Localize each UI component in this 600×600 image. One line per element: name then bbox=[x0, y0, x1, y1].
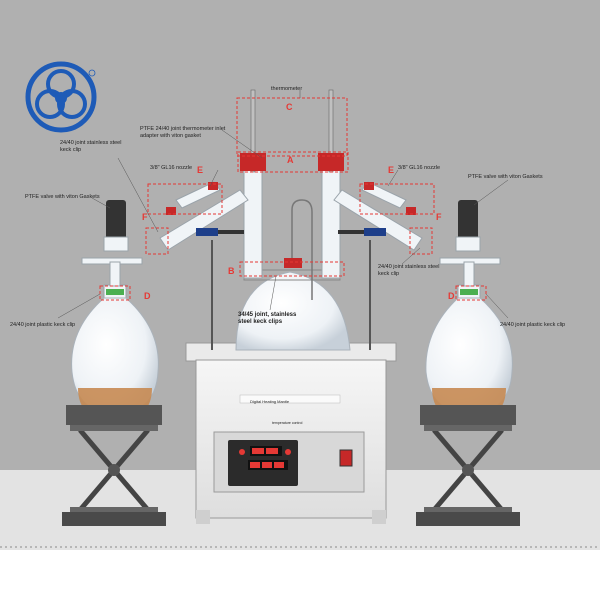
annotation-letter-b: B bbox=[228, 266, 235, 276]
leader-lines bbox=[57, 90, 509, 319]
left-side-arm bbox=[159, 181, 249, 251]
annotation-box-a bbox=[237, 151, 349, 173]
right-side-arm bbox=[333, 181, 423, 251]
annotation-letter-f-right: F bbox=[436, 212, 442, 222]
label-mantle-sub: temperature control bbox=[272, 421, 303, 425]
right-column bbox=[318, 89, 344, 279]
annotation-letter-a: A bbox=[287, 155, 294, 165]
label-joint-keck-right: 24/40 joint stainless steel keck clip bbox=[378, 264, 440, 277]
main-flask bbox=[235, 271, 351, 351]
label-thermometer-adapter: PTFE 24/40 joint thermometer inlet adapt… bbox=[140, 126, 226, 139]
annotation-box-f-right bbox=[409, 227, 433, 255]
annotation-box-f-left bbox=[145, 227, 169, 255]
power-switch-icon[interactable] bbox=[339, 449, 353, 467]
label-plastic-clip-right: 24/40 joint plastic keck clip bbox=[500, 322, 566, 328]
thermometer-probe bbox=[291, 199, 313, 300]
annotation-box-e-right bbox=[359, 183, 435, 215]
annotation-boxes bbox=[99, 97, 487, 301]
label-thermometer: thermometer bbox=[271, 86, 303, 92]
right-lab-jack bbox=[416, 405, 520, 526]
annotation-box-b bbox=[239, 261, 345, 277]
label-plastic-clip-left: 24/40 joint plastic keck clip bbox=[10, 322, 76, 328]
panel-button-icon[interactable] bbox=[239, 449, 245, 455]
annotation-box-d-right bbox=[455, 285, 487, 301]
label-valve-left: PTFE valve with viton Gaskets bbox=[25, 194, 100, 200]
panel-button-icon[interactable] bbox=[285, 449, 291, 455]
annotation-box-c bbox=[236, 97, 348, 157]
left-lab-jack bbox=[62, 405, 166, 526]
annotation-letter-e-right: E bbox=[388, 165, 395, 175]
annotation-box-e-left bbox=[147, 183, 223, 215]
right-receiving-flask bbox=[425, 200, 513, 416]
left-column bbox=[240, 89, 266, 279]
annotation-letter-e-left: E bbox=[197, 165, 204, 175]
label-main-joint: 34/45 joint, stainless steel keck clips bbox=[238, 312, 297, 325]
annotation-letter-d-right: D bbox=[448, 291, 455, 301]
label-joint-keck-left: 24/40 joint stainless steel keck clip bbox=[60, 140, 122, 153]
label-mantle-plate: Digital Heating Mantle bbox=[250, 399, 290, 404]
annotation-letter-c: C bbox=[286, 102, 293, 112]
logo-icon bbox=[25, 61, 97, 133]
annotation-box-d-left bbox=[99, 285, 131, 301]
control-panel bbox=[213, 431, 365, 493]
annotation-letter-d-left: D bbox=[144, 291, 151, 301]
annotation-letter-f-left: F bbox=[142, 212, 148, 222]
left-receiving-flask bbox=[71, 200, 159, 416]
label-gl16-left: 3/8" GL16 nozzle bbox=[150, 165, 193, 171]
label-valve-right: PTFE valve with viton Gaskets bbox=[468, 174, 543, 180]
label-gl16-right: 3/8" GL16 nozzle bbox=[398, 165, 441, 171]
